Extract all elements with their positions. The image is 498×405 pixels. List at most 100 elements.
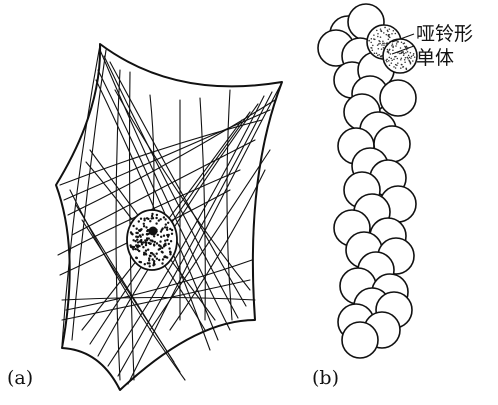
stipple-dot xyxy=(392,45,394,47)
stipple-dot xyxy=(167,229,168,230)
stipple-dot xyxy=(140,236,141,237)
panel-a-label: (a) xyxy=(7,367,33,389)
actin-monomer xyxy=(342,322,378,358)
stipple-dot xyxy=(376,30,378,32)
stipple-dot xyxy=(383,44,385,46)
stipple-dot xyxy=(412,54,414,56)
stipple-dot xyxy=(388,35,390,37)
stipple-dot xyxy=(137,249,138,250)
stipple-dot xyxy=(391,33,393,35)
stipple-dot xyxy=(389,37,391,39)
stipple-dot xyxy=(378,54,380,56)
stipple-dot xyxy=(387,51,389,53)
panel-b-label: (b) xyxy=(312,367,339,389)
stipple-dot xyxy=(163,235,164,236)
stipple-dot xyxy=(149,263,150,264)
stipple-dot xyxy=(149,258,150,259)
stipple-dot xyxy=(391,60,393,62)
stipple-dot xyxy=(407,58,409,60)
stipple-dot xyxy=(379,41,381,43)
stipple-dot xyxy=(151,215,152,216)
stipple-dot xyxy=(170,251,171,252)
stipple-dot xyxy=(165,240,166,241)
stipple-dot xyxy=(141,229,142,230)
stipple-dot xyxy=(139,245,140,246)
stipple-dot xyxy=(408,60,410,62)
stipple-dot xyxy=(388,52,390,54)
stipple-dot xyxy=(371,38,373,40)
stipple-dot xyxy=(151,218,152,219)
stipple-dot xyxy=(400,67,402,69)
stipple-dot xyxy=(136,236,137,237)
stipple-dot xyxy=(403,53,405,55)
stipple-dot xyxy=(158,220,159,221)
stipple-dot xyxy=(142,234,143,235)
stipple-dot xyxy=(130,232,131,233)
stipple-dot xyxy=(409,57,411,59)
stipple-dot xyxy=(168,243,169,244)
stipple-dot xyxy=(397,58,399,60)
stipple-dot xyxy=(161,251,162,252)
stipple-dot xyxy=(170,254,171,255)
stipple-dot xyxy=(373,38,375,40)
stipple-dot xyxy=(145,242,146,243)
panel-a-cell xyxy=(56,44,282,390)
stipple-dot xyxy=(379,43,381,45)
stipple-dot xyxy=(392,43,394,45)
stipple-dot xyxy=(389,49,391,51)
stipple-dot xyxy=(137,239,138,240)
stipple-dot xyxy=(401,57,403,59)
stipple-dot xyxy=(156,217,157,218)
stipple-dot xyxy=(171,233,172,234)
stipple-dot xyxy=(384,27,386,29)
stipple-dot xyxy=(390,58,392,60)
stipple-dot xyxy=(145,244,146,245)
stipple-dot xyxy=(148,242,149,243)
stipple-dot xyxy=(167,239,168,240)
stipple-dot xyxy=(165,219,166,220)
stipple-dot xyxy=(381,48,383,50)
stipple-dot xyxy=(386,59,388,61)
stipple-dot xyxy=(399,53,401,55)
stipple-dot xyxy=(377,44,379,46)
stipple-dot xyxy=(146,234,147,235)
stipple-dot xyxy=(395,33,397,35)
stipple-dot xyxy=(160,231,161,232)
stipple-dot xyxy=(136,245,137,246)
stipple-dot xyxy=(171,229,172,230)
stipple-dot xyxy=(390,53,392,55)
stipple-dot xyxy=(406,69,408,71)
stipple-dot xyxy=(376,52,378,54)
stipple-dot xyxy=(141,244,142,245)
stipple-dot xyxy=(387,29,389,31)
stipple-dot xyxy=(158,249,159,250)
stipple-dot xyxy=(405,46,407,48)
nucleus xyxy=(127,210,177,270)
stipple-dot xyxy=(146,238,147,239)
stipple-dot xyxy=(144,264,145,265)
stipple-dot xyxy=(164,256,165,257)
stipple-dot xyxy=(137,247,138,248)
stipple-dot xyxy=(395,67,397,69)
stipple-dot xyxy=(160,246,161,247)
actin-monomer xyxy=(380,80,416,116)
stipple-dot xyxy=(404,61,406,63)
stipple-dot xyxy=(164,244,165,245)
stipple-dot xyxy=(145,240,146,241)
fiber xyxy=(68,100,275,215)
stipple-dot xyxy=(368,40,370,42)
stipple-dot xyxy=(139,261,140,262)
stipple-dot xyxy=(133,240,134,241)
stipple-dot xyxy=(383,47,385,49)
stipple-dot xyxy=(396,43,398,45)
stipple-dot xyxy=(153,262,154,263)
stipple-dot xyxy=(143,223,144,224)
stipple-dot xyxy=(130,245,131,246)
stipple-dot xyxy=(388,39,390,41)
stipple-dot xyxy=(389,65,391,67)
stipple-dot xyxy=(149,255,150,256)
panel-b-chain xyxy=(318,4,417,358)
stipple-dot xyxy=(407,51,409,53)
stipple-dot xyxy=(382,43,384,45)
